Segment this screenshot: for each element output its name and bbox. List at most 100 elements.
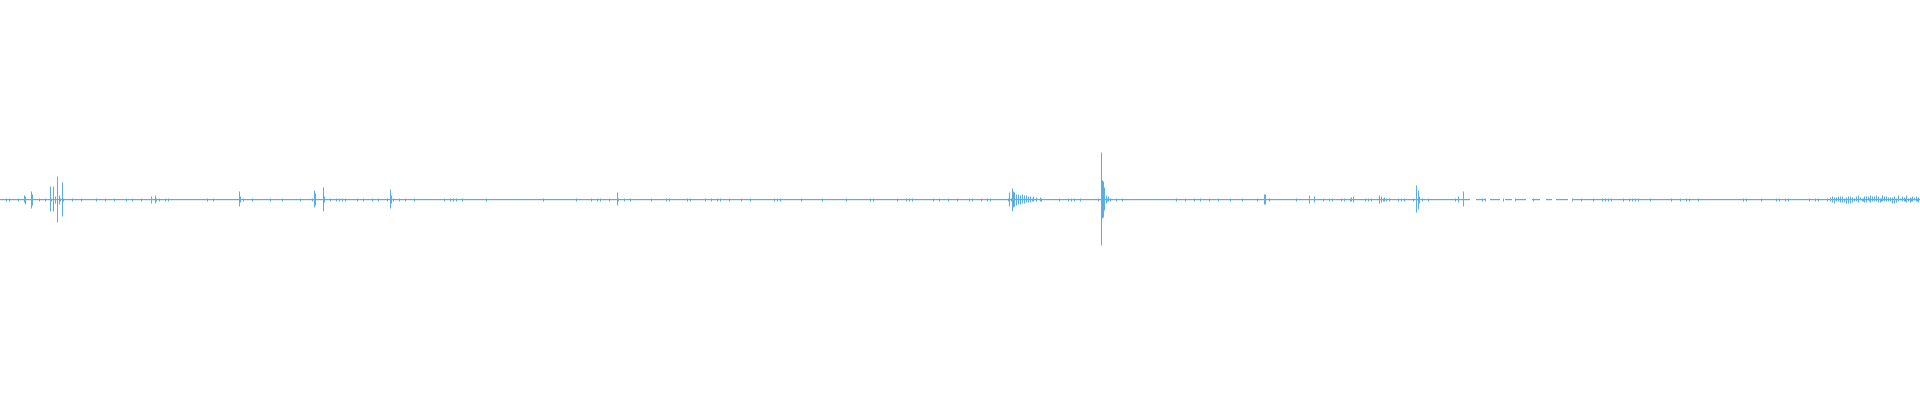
waveform-peak [912,198,913,202]
waveform-peak [24,195,25,203]
waveform-peak [981,198,982,202]
waveform-peak [1844,198,1845,203]
waveform-peak [126,198,127,202]
waveform-peak [207,198,208,202]
waveform-peak [324,196,325,203]
waveform-peak [1106,195,1107,204]
waveform-peak [1858,195,1859,203]
waveform-peak [1116,198,1117,202]
waveform-peak [450,198,451,202]
waveform-peak [597,198,598,202]
waveform-peak [1458,196,1459,203]
waveform-peak [1032,198,1033,202]
waveform-peak [1413,198,1414,202]
waveform-peak [669,198,670,202]
waveform-peak [1900,198,1901,201]
waveform-peak [948,198,949,202]
waveform-peak [1218,198,1219,202]
waveform-peak [1041,198,1042,202]
waveform-peak [1012,188,1013,212]
waveform-peak [405,198,406,202]
waveform-peak [1102,180,1103,219]
waveform-peak [1761,198,1762,202]
waveform-peak [59,195,60,205]
waveform-peak [1455,198,1456,202]
waveform-peak [357,198,358,202]
waveform-peak [822,198,823,202]
waveform-peak [1428,198,1429,202]
waveform-peak [1030,196,1031,203]
waveform-peak [651,198,652,202]
waveform-peak [1876,195,1877,202]
waveform-peak [141,198,142,202]
waveform-peak [990,198,991,202]
waveform-peak [1593,198,1594,202]
waveform-peak [969,198,970,202]
waveform-peak [1779,198,1780,202]
waveform-peak [1818,198,1819,202]
waveform-peak [378,198,379,202]
waveform-peak [1840,196,1841,203]
waveform-peak [456,198,457,202]
waveform-peak [165,198,166,202]
waveform-peak [399,198,400,202]
waveform-bars [0,152,1920,246]
waveform-peak [1848,196,1849,204]
waveform-peak [1020,195,1021,205]
waveform-peak [453,198,454,202]
waveform-peak [705,198,706,202]
waveform-peak [1011,198,1012,202]
waveform-peak [1040,197,1041,202]
waveform-peak [1870,195,1871,203]
waveform-peak [1815,198,1816,202]
waveform-peak [1365,198,1366,202]
waveform-peak [1868,196,1869,201]
waveform-peak [1209,198,1210,202]
waveform-peak [239,191,240,207]
waveform-peak [50,186,51,212]
waveform-peak [1838,196,1839,202]
waveform-peak [774,198,775,202]
waveform-peak [1874,196,1875,202]
waveform-peak [342,198,343,202]
waveform-peak [987,198,988,202]
waveform-peak [1905,198,1906,202]
waveform-peak [1910,197,1911,203]
waveform-peak [1860,197,1861,201]
waveform-peak [114,198,115,202]
waveform-peak [1200,198,1201,202]
waveform-peak [155,195,156,204]
waveform-peak [81,198,82,202]
waveform-peak [240,196,241,203]
waveform-peak [323,187,324,212]
waveform-peak [387,198,388,202]
waveform-peak [32,194,33,206]
waveform-peak [729,198,730,202]
waveform-peak [1850,196,1851,204]
waveform-peak [909,198,910,202]
waveform-peak [1404,198,1405,202]
waveform-peak [9,198,10,202]
waveform-peak [617,192,618,206]
waveform-peak [1896,198,1897,203]
waveform-gap [1486,198,1490,201]
waveform-peak [96,198,97,202]
waveform-peak [1608,198,1609,202]
waveform-peak [363,198,364,202]
waveform-peak [1013,191,1014,208]
waveform-peak [18,198,19,202]
waveform-peak [1332,198,1333,202]
waveform-peak [1918,197,1919,203]
waveform-peak [444,198,445,202]
waveform-peak [168,198,169,202]
waveform-peak [213,198,214,202]
waveform-peak [1383,198,1384,202]
waveform-peak [939,198,940,202]
waveform-peak [1384,197,1385,202]
waveform-peak [1650,198,1651,202]
waveform-gap [1568,198,1572,201]
waveform-peak [1265,194,1266,205]
waveform-peak [1185,198,1186,202]
waveform-peak [1371,198,1372,202]
